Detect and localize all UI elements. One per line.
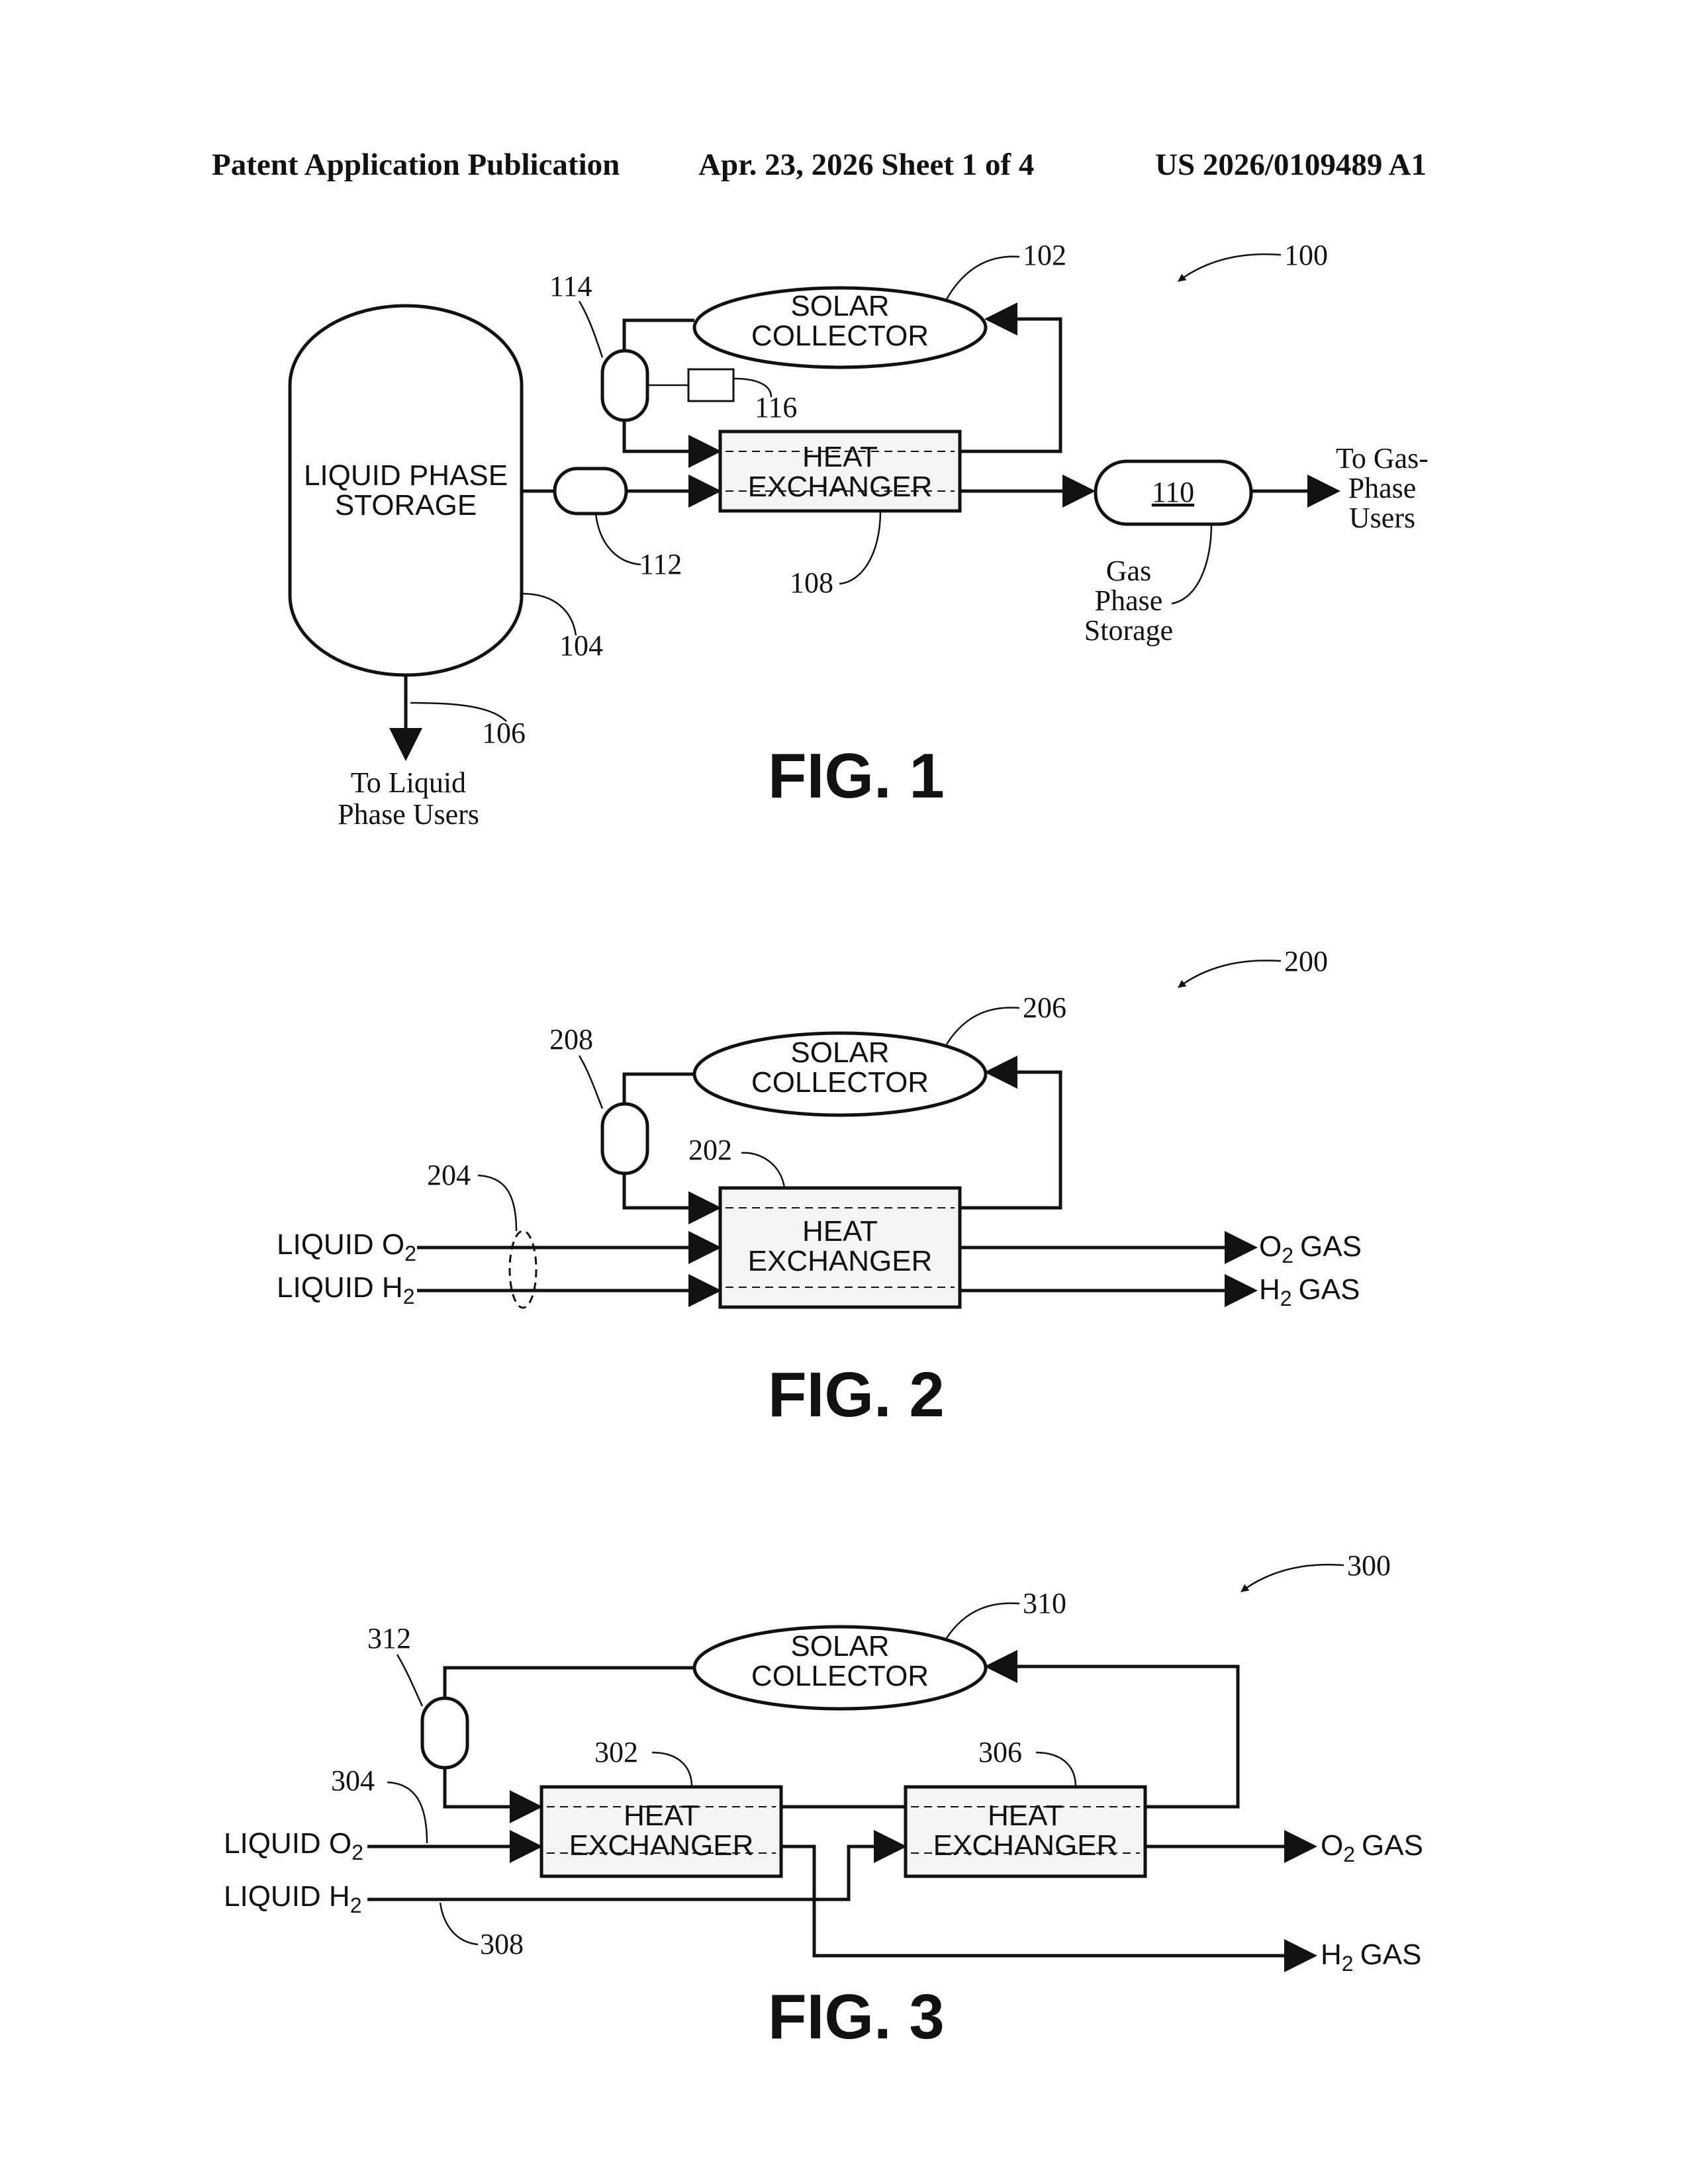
input-liquid-h2-label: LIQUID H2 [224, 1880, 362, 1917]
hx-leader [839, 511, 880, 584]
controller-116 [688, 369, 733, 401]
hx-leader [741, 1153, 784, 1188]
to-liquid-label-line2: Phase Users [338, 798, 479, 831]
tank-label-line2: STORAGE [335, 489, 477, 522]
solar-to-valve-line [445, 1668, 694, 1700]
ref-304: 304 [331, 1764, 375, 1797]
hx-label-line1: HEAT [802, 441, 878, 473]
solar-label-line1: SOLAR [790, 1036, 889, 1069]
hx1-label-line1: HEAT [624, 1799, 699, 1832]
valve-208 [602, 1104, 647, 1173]
gas-storage-label-line2: Phase [1095, 584, 1163, 617]
ref-208: 208 [549, 1023, 593, 1056]
ref-306: 306 [978, 1736, 1022, 1768]
ref-110: 110 [1152, 476, 1194, 508]
ref-100: 100 [1284, 239, 1328, 271]
ref-200: 200 [1284, 945, 1328, 978]
to-gas-label-line1: To Gas- [1336, 442, 1429, 475]
valve-leader [579, 301, 602, 357]
input-liquid-o2-label: LIQUID O2 [277, 1228, 416, 1265]
inputs-leader [478, 1175, 516, 1231]
figure-1-caption: FIG. 1 [768, 741, 945, 811]
ref-308: 308 [480, 1928, 524, 1960]
ref-114: 114 [549, 270, 592, 302]
ref-312: 312 [367, 1622, 411, 1655]
hx-label-line2: EXCHANGER [748, 1245, 933, 1277]
figure-2-caption: FIG. 2 [768, 1359, 945, 1430]
hx1-leader [652, 1752, 692, 1787]
tank-label-line1: LIQUID PHASE [304, 459, 508, 492]
input-liquid-h2-label: LIQUID H2 [277, 1271, 415, 1308]
pump-112 [555, 469, 626, 514]
ref-310: 310 [1023, 1587, 1066, 1619]
ref-204: 204 [427, 1159, 471, 1191]
valve-leader [579, 1056, 602, 1109]
input-group-bracket [510, 1231, 536, 1308]
hx2-leader [1036, 1752, 1076, 1787]
ref-104: 104 [559, 629, 603, 662]
solar-leader [947, 1604, 1019, 1638]
figure-3: 300 SOLAR COLLECTOR 310 HEAT EXCHANGER 3… [224, 1549, 1423, 2052]
solar-leader [947, 257, 1019, 299]
system-leader-arrow [1178, 960, 1281, 987]
gas-storage-label-line1: Gas [1106, 555, 1151, 587]
to-gas-label-line3: Users [1349, 502, 1415, 534]
valve-114 [602, 351, 647, 420]
solar-label-line1: SOLAR [790, 290, 889, 322]
output-o2-gas-label: O2GAS [1259, 1230, 1362, 1267]
output-h2-gas-label: H2GAS [1321, 1938, 1422, 1976]
figure-1: 100 LIQUID PHASE STORAGE 104 106 To Liqu… [290, 239, 1429, 831]
solar-label-line2: COLLECTOR [751, 1660, 929, 1692]
ref-108: 108 [790, 567, 833, 599]
output-h2-gas-label: H2GAS [1259, 1273, 1360, 1310]
o2-input-leader [387, 1782, 427, 1843]
figure-3-caption: FIG. 3 [768, 1981, 945, 2052]
system-leader-arrow [1241, 1565, 1344, 1592]
ref-106: 106 [482, 717, 526, 749]
pump-leader [596, 514, 641, 565]
hx-label-line2: EXCHANGER [748, 471, 933, 503]
ref-302: 302 [594, 1736, 638, 1768]
ref-300: 300 [1347, 1549, 1391, 1582]
output-o2-gas-label: O2GAS [1321, 1829, 1423, 1866]
system-leader-arrow [1178, 254, 1281, 281]
ref-116: 116 [755, 391, 797, 424]
valve-312 [422, 1698, 467, 1768]
solar-to-valve-line [624, 320, 694, 352]
valve-to-hx-line [624, 1173, 718, 1208]
valve-to-hx1-line [445, 1768, 539, 1807]
input-liquid-o2-label: LIQUID O2 [224, 1827, 363, 1864]
ref-206: 206 [1023, 991, 1066, 1024]
solar-leader [947, 1008, 1019, 1044]
hx-to-solar-return [960, 1072, 1060, 1208]
figure-2: 200 SOLAR COLLECTOR 206 HEAT EXCHANGER 2… [277, 945, 1362, 1430]
hx1-label-line2: EXCHANGER [569, 1829, 754, 1862]
valve-to-hx-line [624, 420, 718, 451]
ref-202: 202 [688, 1134, 732, 1166]
hx2-label-line1: HEAT [988, 1799, 1063, 1832]
solar-label-line1: SOLAR [790, 1630, 889, 1662]
solar-label-line2: COLLECTOR [751, 320, 929, 352]
valve-leader [397, 1655, 422, 1706]
solar-label-line2: COLLECTOR [751, 1066, 929, 1099]
ref-112: 112 [639, 548, 682, 580]
gas-storage-leader [1172, 524, 1211, 604]
hx-label-line1: HEAT [802, 1215, 878, 1248]
hx2-label-line2: EXCHANGER [933, 1829, 1118, 1862]
ref-102: 102 [1023, 239, 1066, 271]
h2-input-leader [440, 1903, 478, 1944]
to-gas-label-line2: Phase [1348, 472, 1417, 504]
to-liquid-label-line1: To Liquid [351, 766, 466, 799]
solar-to-valve-line [624, 1074, 694, 1105]
gas-storage-label-line3: Storage [1084, 614, 1173, 647]
